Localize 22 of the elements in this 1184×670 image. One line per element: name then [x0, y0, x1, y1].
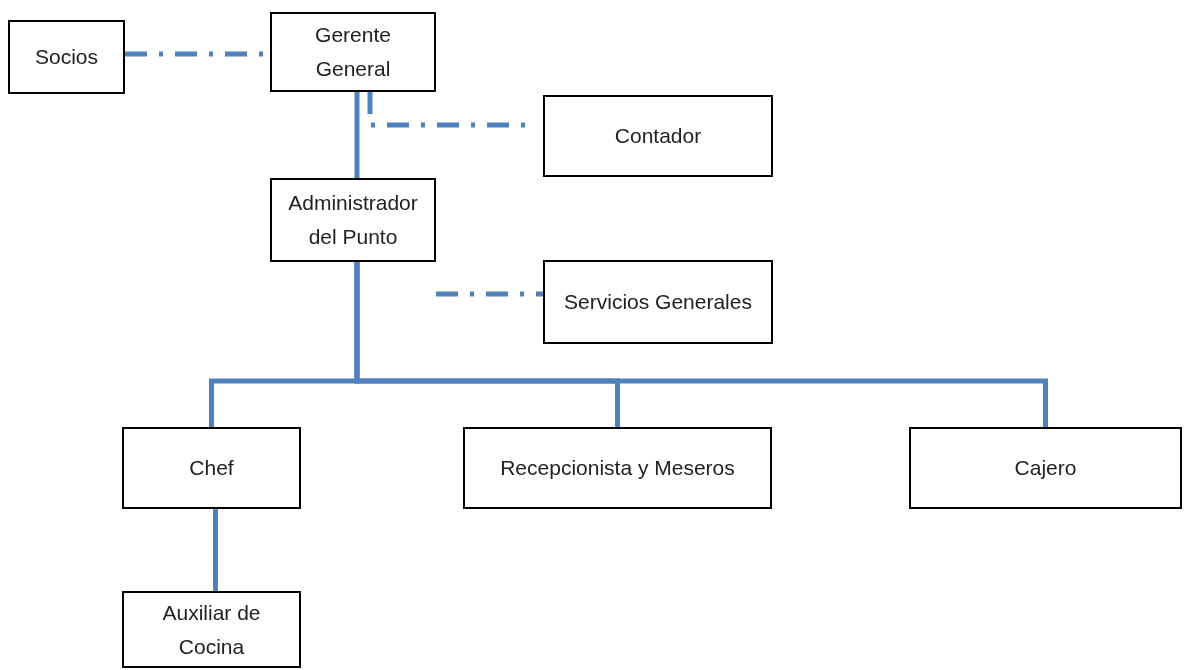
- org-box: [909, 427, 1182, 509]
- org-box: [8, 20, 125, 94]
- connector-line: [213, 509, 218, 591]
- connector-line: [436, 291, 543, 297]
- org-box: [270, 12, 436, 92]
- role-title: Servicios Generales: [564, 289, 752, 315]
- connector-line: [354, 262, 1048, 427]
- connector-line: [354, 92, 360, 178]
- org-box: [122, 427, 301, 509]
- role-title: Auxiliar de Cocina: [161, 599, 262, 660]
- role-title: Recepcionista y Meseros: [500, 455, 735, 481]
- org-box: [543, 260, 773, 344]
- role-title: Cajero: [1014, 455, 1077, 481]
- role-title: Chef: [189, 455, 234, 481]
- org-box: [122, 591, 301, 668]
- org-box: [543, 95, 773, 177]
- org-box: [463, 427, 772, 509]
- role-title: Contador: [614, 123, 702, 149]
- org-box: [270, 178, 436, 262]
- role-title: Administrador del Punto: [287, 190, 419, 250]
- role-title: Socios: [35, 44, 98, 70]
- role-title: Gerente General: [314, 22, 392, 82]
